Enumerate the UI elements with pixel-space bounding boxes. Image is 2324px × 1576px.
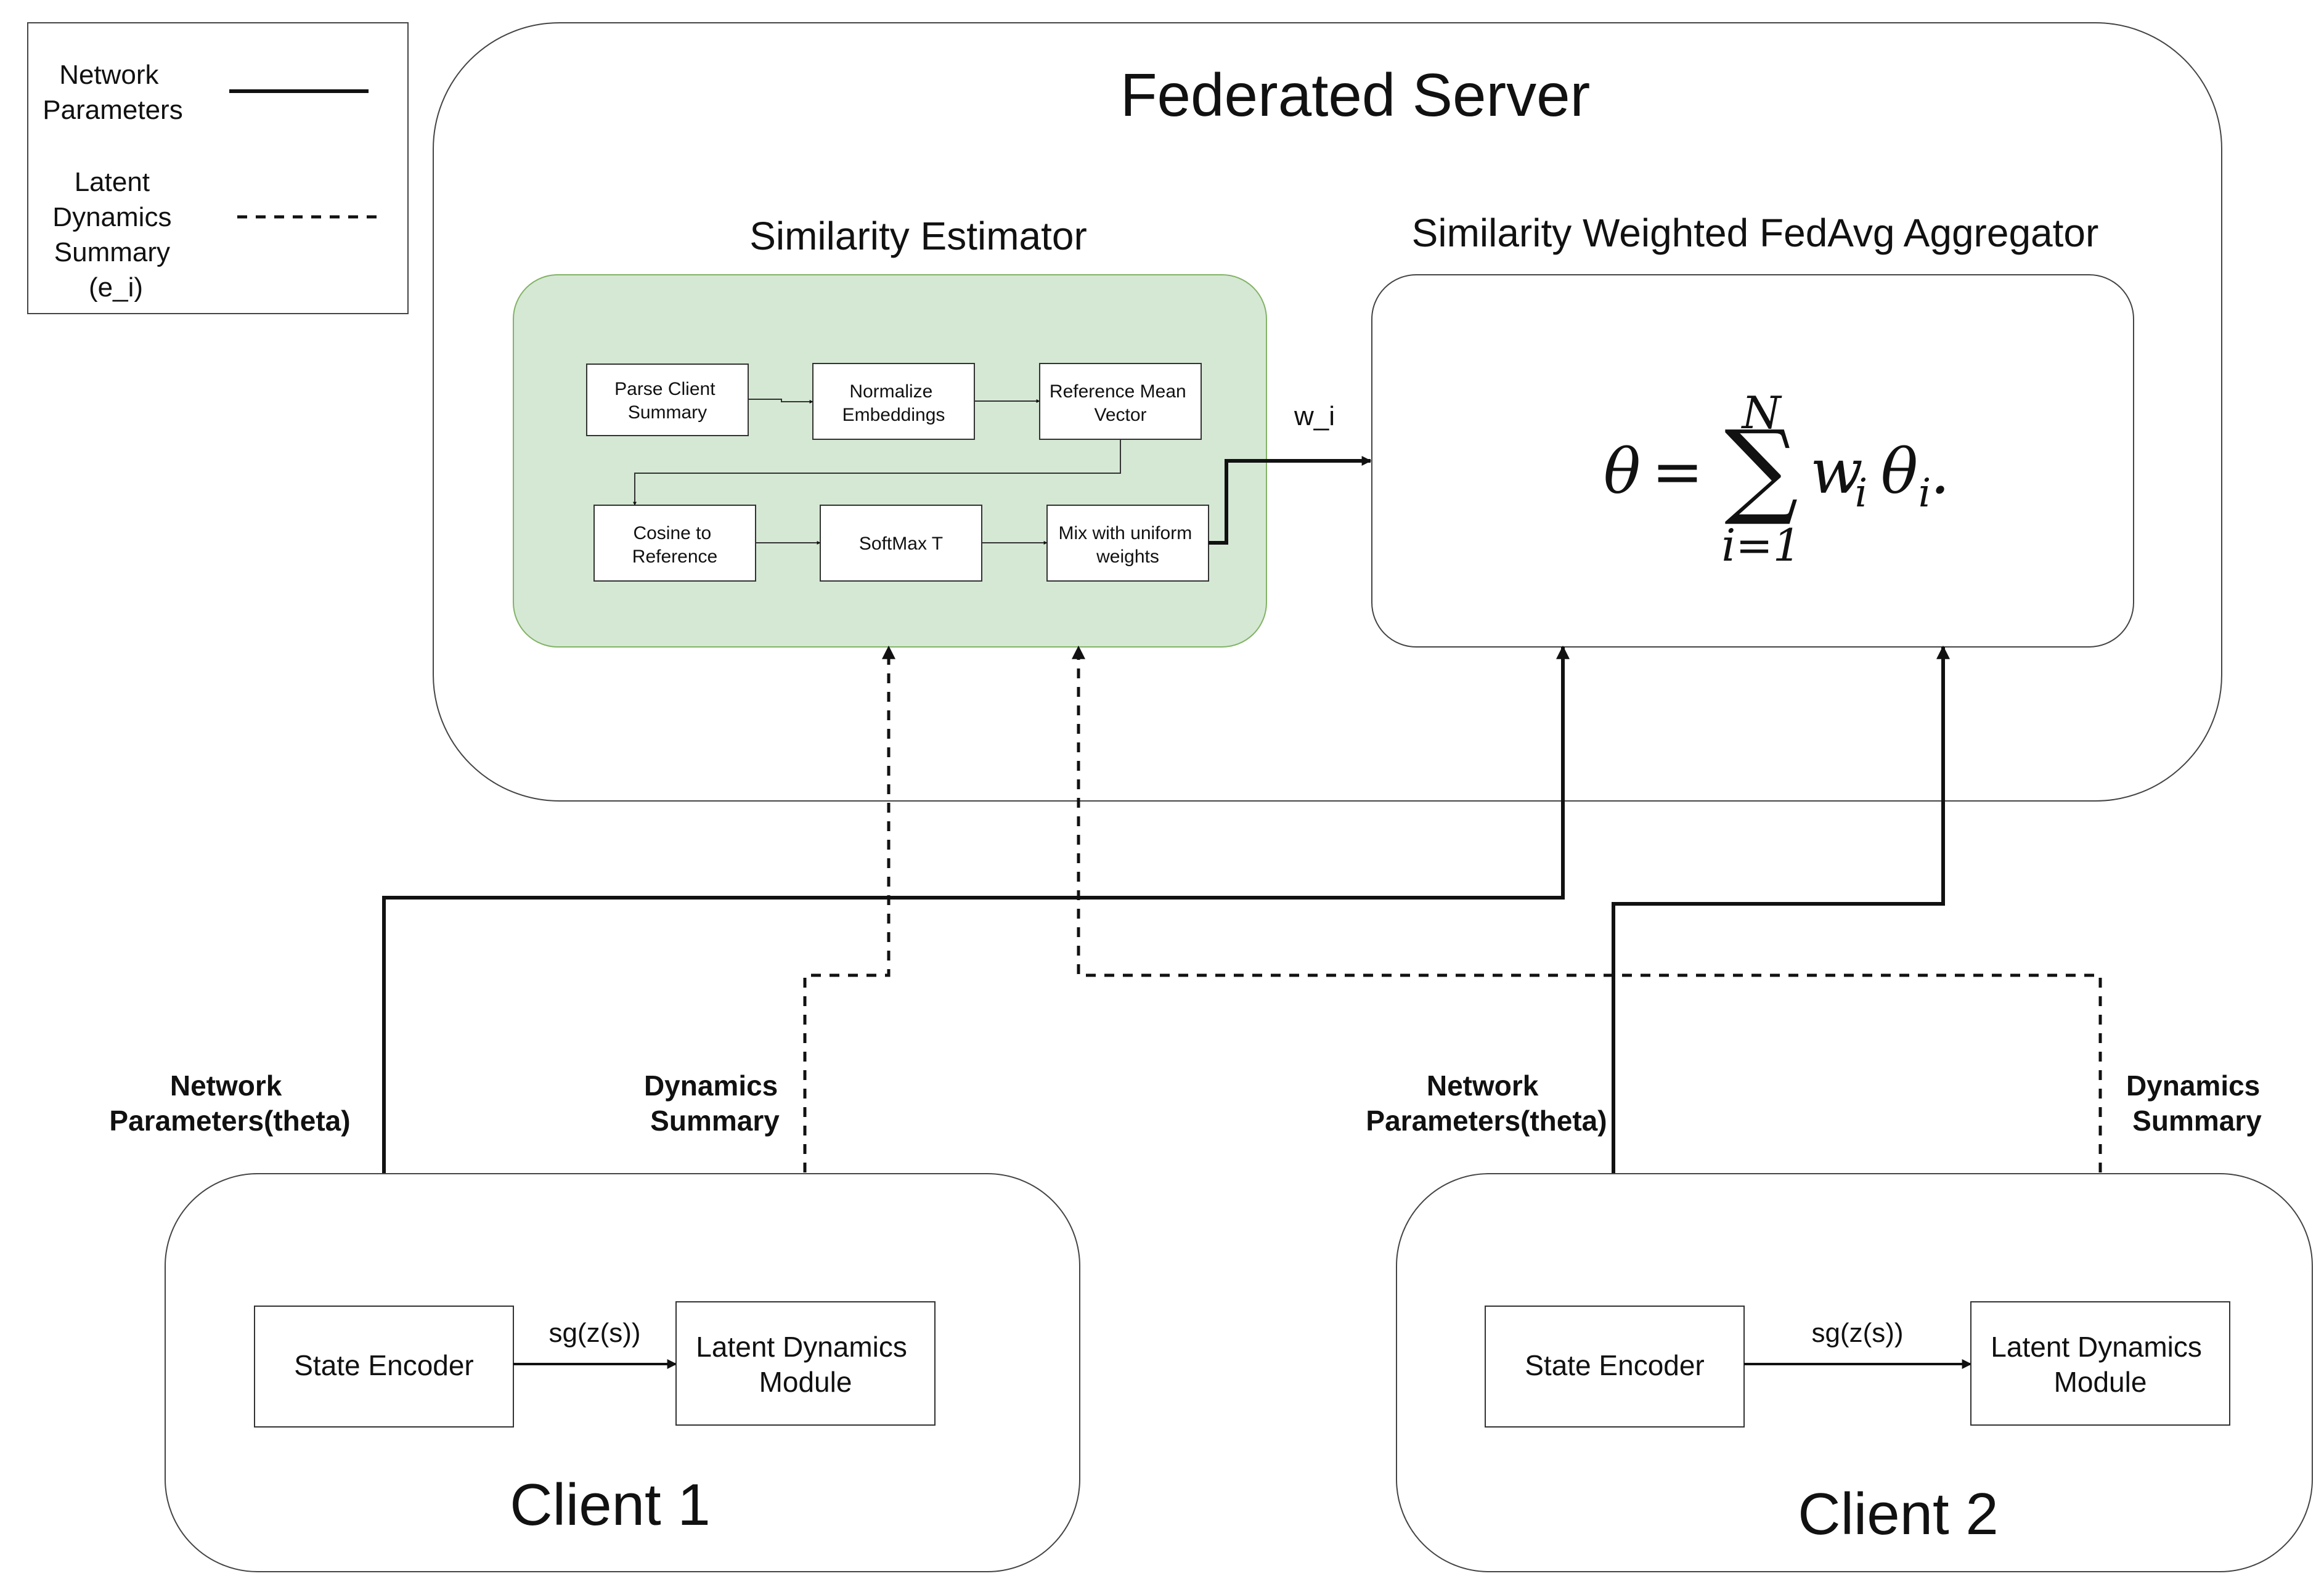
step-mix-with-uniform-weights: Mix with uniform weights: [1046, 505, 1209, 582]
svg-text:∑: ∑: [1724, 408, 1798, 529]
svg-text:SoftMax T: SoftMax T: [859, 534, 943, 554]
client2-edge-label: sg(z(s)): [1811, 1318, 1903, 1348]
svg-text:i=1: i=1: [1721, 519, 1801, 571]
svg-text:State Encoder: State Encoder: [1525, 1349, 1705, 1381]
step-reference-mean-vector: Reference Mean Vector: [1039, 363, 1202, 440]
edge-client1-network-params: [377, 645, 1570, 1318]
similarity-estimator-panel: [513, 274, 1267, 648]
step-normalize-embeddings: Normalize Embeddings: [812, 363, 975, 440]
client1-title: Client 1: [510, 1472, 711, 1538]
client2-network-label: Network Parameters(theta): [1366, 1070, 1607, 1137]
step-cosine-to-reference: Cosine to Reference: [593, 505, 756, 582]
svg-text:θ: θ: [1881, 436, 1918, 508]
svg-text:i: i: [1855, 471, 1867, 516]
client2-state-encoder: State Encoder: [1485, 1306, 1745, 1428]
svg-text:θ: θ: [1604, 436, 1641, 508]
client1-latent-dynamics-module: Latent Dynamics Module: [675, 1301, 936, 1426]
server-title: Federated Server: [1120, 61, 1591, 129]
step-parse-client-summary: Parse Client Summary: [586, 364, 749, 436]
svg-text:Cosine to Reference: Cosine to Reference: [632, 523, 717, 567]
client1-frame: [165, 1173, 1080, 1572]
edge-client1-dynamics-summary: [803, 645, 895, 1302]
client1-network-label: Network Parameters(theta): [109, 1070, 350, 1137]
step-softmax-t: SoftMax T: [820, 505, 982, 582]
edge-client2-network-params: [1607, 645, 1950, 1318]
fedavg-formula: θ = ∑ N i=1 w i θ i .: [1604, 387, 1950, 571]
edge-parse-to-normalize: [748, 399, 813, 404]
svg-text:N: N: [1741, 387, 1783, 439]
svg-text:i: i: [1918, 471, 1931, 516]
svg-text:w: w: [1810, 436, 1863, 508]
client1-state-encoder: State Encoder: [254, 1306, 514, 1428]
similarity-estimator-title: Similarity Estimator: [749, 214, 1087, 258]
svg-text:.: .: [1930, 436, 1950, 508]
svg-text:Normalize Embeddings: Normalize Embeddings: [842, 381, 945, 425]
edge-client2-dynamics-summary: [1072, 645, 2102, 1302]
edge-reference-to-cosine: [633, 439, 1121, 506]
client1-dynamics-label: Dynamics Summary: [644, 1070, 786, 1137]
svg-text:Reference Mean Vector: Reference Mean Vector: [1050, 381, 1191, 425]
client2-dynamics-label: Dynamics Summary: [2126, 1070, 2268, 1137]
client2-latent-dynamics-module: Latent Dynamics Module: [1970, 1301, 2230, 1426]
svg-text:State Encoder: State Encoder: [294, 1349, 474, 1381]
client2-title: Client 2: [1798, 1481, 1999, 1547]
legend-frame: [27, 22, 409, 314]
svg-text:Mix with uniform weigh: Mix with uniform weights: [1058, 523, 1197, 567]
client1-edge-label: sg(z(s)): [548, 1318, 640, 1348]
federated-server: Federated Server Similarity Estimator Pa…: [433, 22, 2222, 802]
svg-text:=: =: [1652, 436, 1703, 508]
legend: Network Parameters Latent Dynamics Summa…: [27, 22, 409, 314]
client-2: Network Parameters(theta) Dynamics Summa…: [1366, 1070, 2313, 1572]
aggregator-title: Similarity Weighted FedAvg Aggregator: [1412, 211, 2099, 255]
svg-text:Latent Dynamics Module: Latent Dynamics Module: [696, 1331, 915, 1398]
client2-frame: [1396, 1173, 2313, 1572]
svg-text:Latent Dynamics Module: Latent Dynamics Module: [1991, 1331, 2209, 1398]
svg-text:Parse Client Summary: Parse Client Summary: [614, 379, 720, 423]
client-1: Network Parameters(theta) Dynamics Summa…: [109, 1070, 1080, 1572]
edge-weights-to-aggregator: [1209, 456, 1372, 545]
legend-latent-dynamics-label: Latent Dynamics Summary (e_i): [52, 167, 179, 303]
weights-label: w_i: [1294, 401, 1335, 431]
legend-network-parameters-label: Network Parameters: [43, 60, 182, 125]
